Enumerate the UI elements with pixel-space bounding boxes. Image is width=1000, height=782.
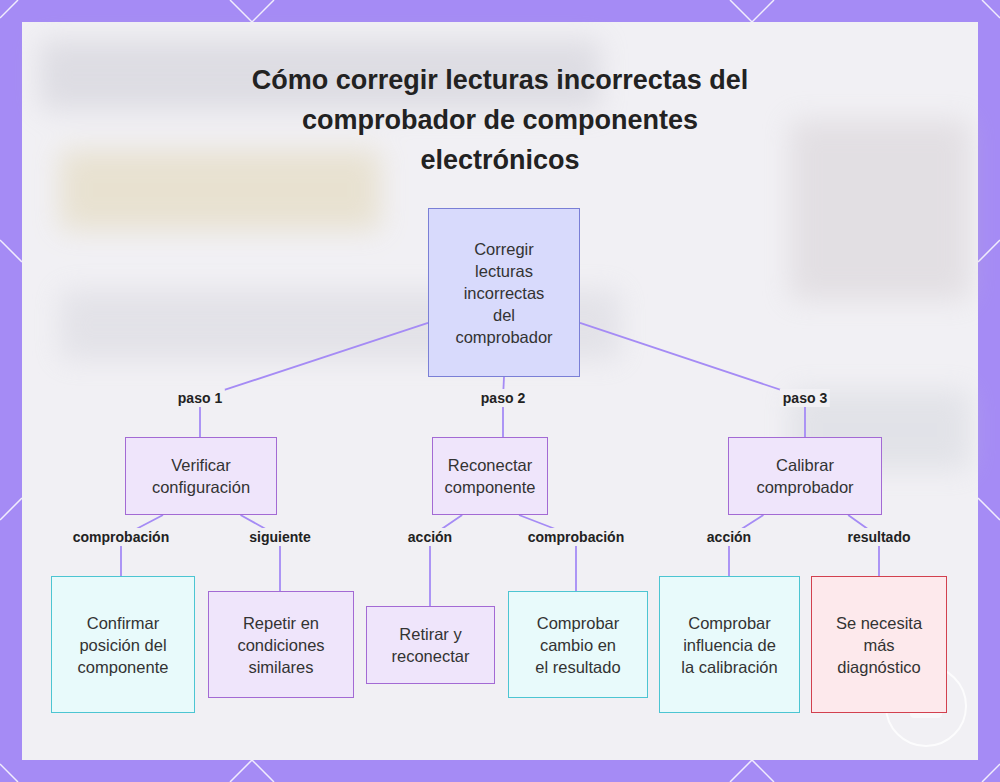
node-text-group: Corregir lecturas incorrectas del compro… (453, 238, 555, 348)
inner-panel (22, 22, 978, 760)
connector-line (580, 323, 805, 437)
node-text-group: Comprobar cambio en el resultado (533, 612, 623, 678)
edge-label: paso 3 (780, 389, 830, 407)
node-text: Retirar y reconectar (379, 623, 482, 667)
node-text-group: Reconectar componente (441, 454, 539, 498)
edge-label: paso 2 (478, 389, 528, 407)
diagram-title: Cómo corregir lecturas incorrectas del c… (230, 60, 770, 180)
node-text: Calibrar comprobador (739, 454, 871, 498)
connector-line (519, 515, 576, 591)
node-text-group: Retirar y reconectar (379, 623, 482, 667)
node-text-group: Se necesita más diagnóstico (830, 612, 928, 678)
action-box: Retirar y reconectar (366, 606, 495, 684)
edge-label: comprobación (525, 528, 627, 546)
node-text: Verificar configuración (136, 454, 266, 498)
step-box: Reconectar componente (432, 437, 548, 515)
action-box: Repetir en condiciones similares (208, 591, 354, 698)
edge-label: siguiente (246, 528, 313, 546)
edge-label: comprobación (70, 528, 172, 546)
node-text: Repetir en condiciones similares (223, 612, 339, 678)
node-text: Reconectar componente (441, 454, 539, 498)
node-text-group: Verificar configuración (136, 454, 266, 498)
step-box: Calibrar comprobador (728, 437, 882, 515)
node-text-group: Confirmar posición del componente (72, 612, 174, 678)
node-text: Comprobar influencia de la calibración (680, 612, 779, 678)
node-text-group: Comprobar influencia de la calibración (680, 612, 779, 678)
step-box: Verificar configuración (125, 437, 277, 515)
node-text: Confirmar posición del componente (72, 612, 174, 678)
blurred-photo (40, 40, 970, 470)
check-box: Comprobar cambio en el resultado (508, 591, 648, 698)
node-text: Comprobar cambio en el resultado (533, 612, 623, 678)
edge-label: resultado (844, 528, 913, 546)
node-text: Se necesita más diagnóstico (830, 612, 928, 678)
connector-line (241, 515, 280, 591)
root-box: Corregir lecturas incorrectas del compro… (428, 208, 580, 377)
connector-line (503, 377, 504, 437)
check-box: Confirmar posición del componente (51, 576, 195, 713)
edge-label: paso 1 (175, 389, 225, 407)
connector-line (200, 323, 428, 437)
node-text: Corregir lecturas incorrectas del compro… (453, 238, 555, 348)
edge-label: acción (405, 528, 455, 546)
check-box: Comprobar influencia de la calibración (659, 576, 800, 713)
result-box: Se necesita más diagnóstico (811, 576, 947, 713)
node-text-group: Repetir en condiciones similares (223, 612, 339, 678)
node-text-group: Calibrar comprobador (739, 454, 871, 498)
edge-label: acción (704, 528, 754, 546)
